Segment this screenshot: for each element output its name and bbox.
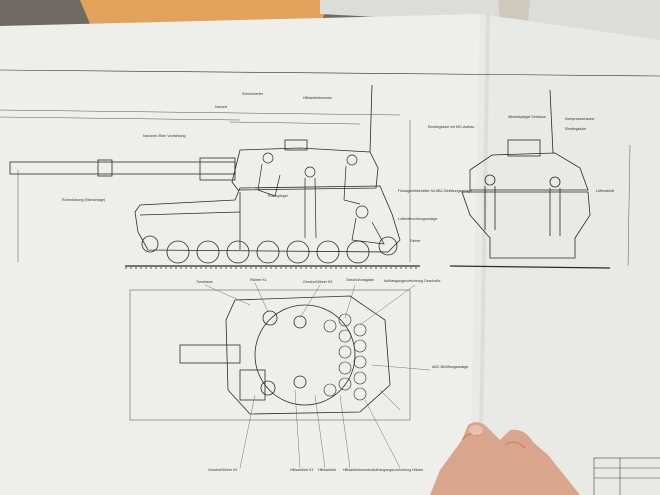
dimension-lines [0, 109, 411, 262]
top-turret-outline [225, 295, 391, 415]
title-block [593, 457, 660, 495]
label-aufhangung-huelsen: Aufhangungsvorrichtung Hülsen [372, 468, 423, 472]
front-ground [449, 265, 611, 269]
crew-figures [257, 152, 385, 245]
front-hull [461, 191, 591, 259]
top-view-drawing [129, 289, 411, 421]
label-kompressorhaube: Kompressorhaube [565, 117, 594, 121]
top-hull-outline [129, 289, 411, 421]
label-geschossfuehrer-k2: Geschoßführer K2 [208, 468, 237, 472]
label-luefterabluft: Lüfterabluft [596, 189, 614, 193]
label-hilfsantriebsmotor: Hilfsantriebsmotor [303, 96, 333, 100]
label-aufhangung-geschosse: Aufhangungsvorrichtung Geschoße [384, 279, 441, 283]
label-einstiegsluke-mg: Einstiegsluke mit MG-Aufbau [428, 125, 474, 129]
label-kanone-2: Kanone [215, 105, 227, 109]
label-richter-k1: Richter K1 [250, 278, 267, 282]
label-fluessigkeitsbehaelter: Flüssigkeitsbehälter für ABC-Belüftungsa… [398, 189, 472, 193]
label-scheinwerfer: Scheinwerfer [242, 92, 264, 96]
gun-mantlet [199, 157, 236, 181]
label-geschossfuehrer-k3: Geschoßführer K3 [303, 280, 332, 284]
road-wheels [141, 235, 398, 264]
front-turret [469, 152, 589, 191]
thumbnail [469, 425, 483, 435]
fabric-strap [498, 0, 530, 22]
label-rueckspiegel: Rückspiegel [268, 194, 288, 198]
top-leader-lines [204, 282, 431, 469]
front-view-drawing [449, 89, 631, 269]
top-gun [179, 344, 241, 364]
paper-shade [470, 14, 660, 495]
label-rohrstuetzung: Rohrstützung (Marschlage) [62, 198, 105, 202]
label-turmbasis: Turmbasis [196, 280, 213, 284]
label-kanone: Kanonen-Rohr Vorrichtung [143, 134, 186, 138]
label-abc-belueftung: ABC-Belüftungsanlage [432, 365, 468, 369]
side-view-drawing [9, 84, 420, 269]
label-hilfsantriebsmotor-top: Hilfsantriebsmotor [343, 468, 373, 472]
label-winkelspiegel: Winkelspiegel Gehäuse [508, 115, 546, 119]
muzzle-brake [97, 159, 113, 177]
front-cupola [507, 139, 541, 157]
hand-fingers [430, 422, 580, 495]
label-hilfsantrieb: Hilfsantrieb [318, 468, 336, 472]
label-einstiegsluke: Einstiegsluke [565, 127, 586, 131]
hull-outline [134, 185, 401, 253]
turret-outline [231, 147, 379, 191]
label-fahrer: Fahrer [410, 239, 421, 243]
label-geschossmagazin: Geschoßmagazin [346, 278, 374, 282]
label-luftentfeuchtung: Luftentfeuchtungsanlage [398, 217, 437, 221]
side-view-labels: Scheinwerfer Hilfsantriebsmotor Einstieg… [62, 92, 614, 243]
frame-line [0, 69, 660, 77]
hatch [284, 139, 308, 151]
turret-ring [254, 304, 356, 406]
top-view-labels: Turmbasis Richter K1 Geschoßführer K3 Ge… [196, 278, 468, 472]
shell-magazine [323, 313, 367, 401]
antenna [369, 84, 373, 153]
front-antenna [549, 89, 554, 154]
hand [430, 422, 580, 495]
label-hilfsantrieb-k3: Hilfsantrieb K3 [290, 468, 313, 472]
orange-folder [80, 0, 330, 24]
